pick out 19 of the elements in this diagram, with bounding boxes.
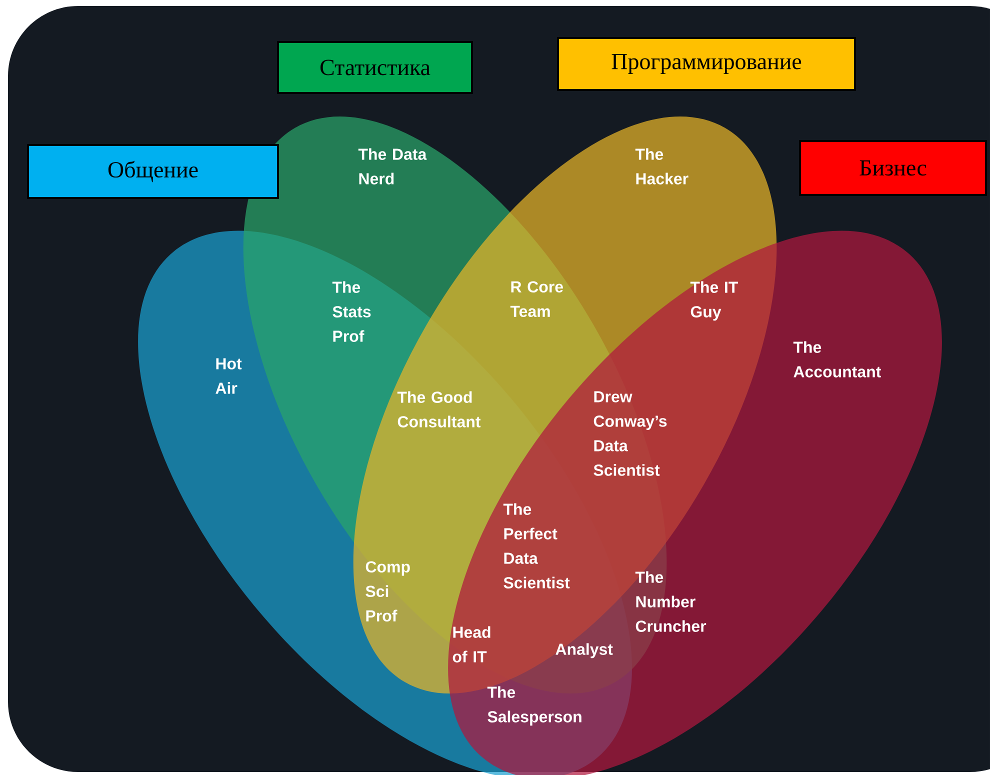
category-box: Бизнес	[799, 140, 987, 196]
region-label: Comp Sci Prof	[366, 561, 410, 622]
region-label: Hot Air	[216, 358, 242, 394]
region-label: The Accountant	[793, 341, 881, 378]
region-label: The IT Guy	[690, 281, 738, 321]
region-label: Head of IT	[452, 626, 490, 662]
region-label: R Core Team	[510, 281, 563, 318]
region-label: The Number Cruncher	[635, 571, 706, 632]
region-label: The Stats Prof	[332, 281, 371, 342]
region-label: The Perfect Data Scientist	[503, 503, 570, 588]
region-label: The Hacker	[635, 148, 688, 184]
category-box: Статистика	[277, 41, 473, 94]
category-box: Общение	[27, 144, 279, 199]
region-label: The Good Consultant	[397, 391, 481, 428]
region-label: The Salesperson	[487, 686, 582, 726]
region-label: The Data Nerd	[358, 148, 427, 184]
category-box: Программирование	[557, 37, 856, 91]
region-label: Analyst	[556, 643, 613, 658]
region-label: Drew Conway’s Data Scientist	[594, 391, 667, 476]
